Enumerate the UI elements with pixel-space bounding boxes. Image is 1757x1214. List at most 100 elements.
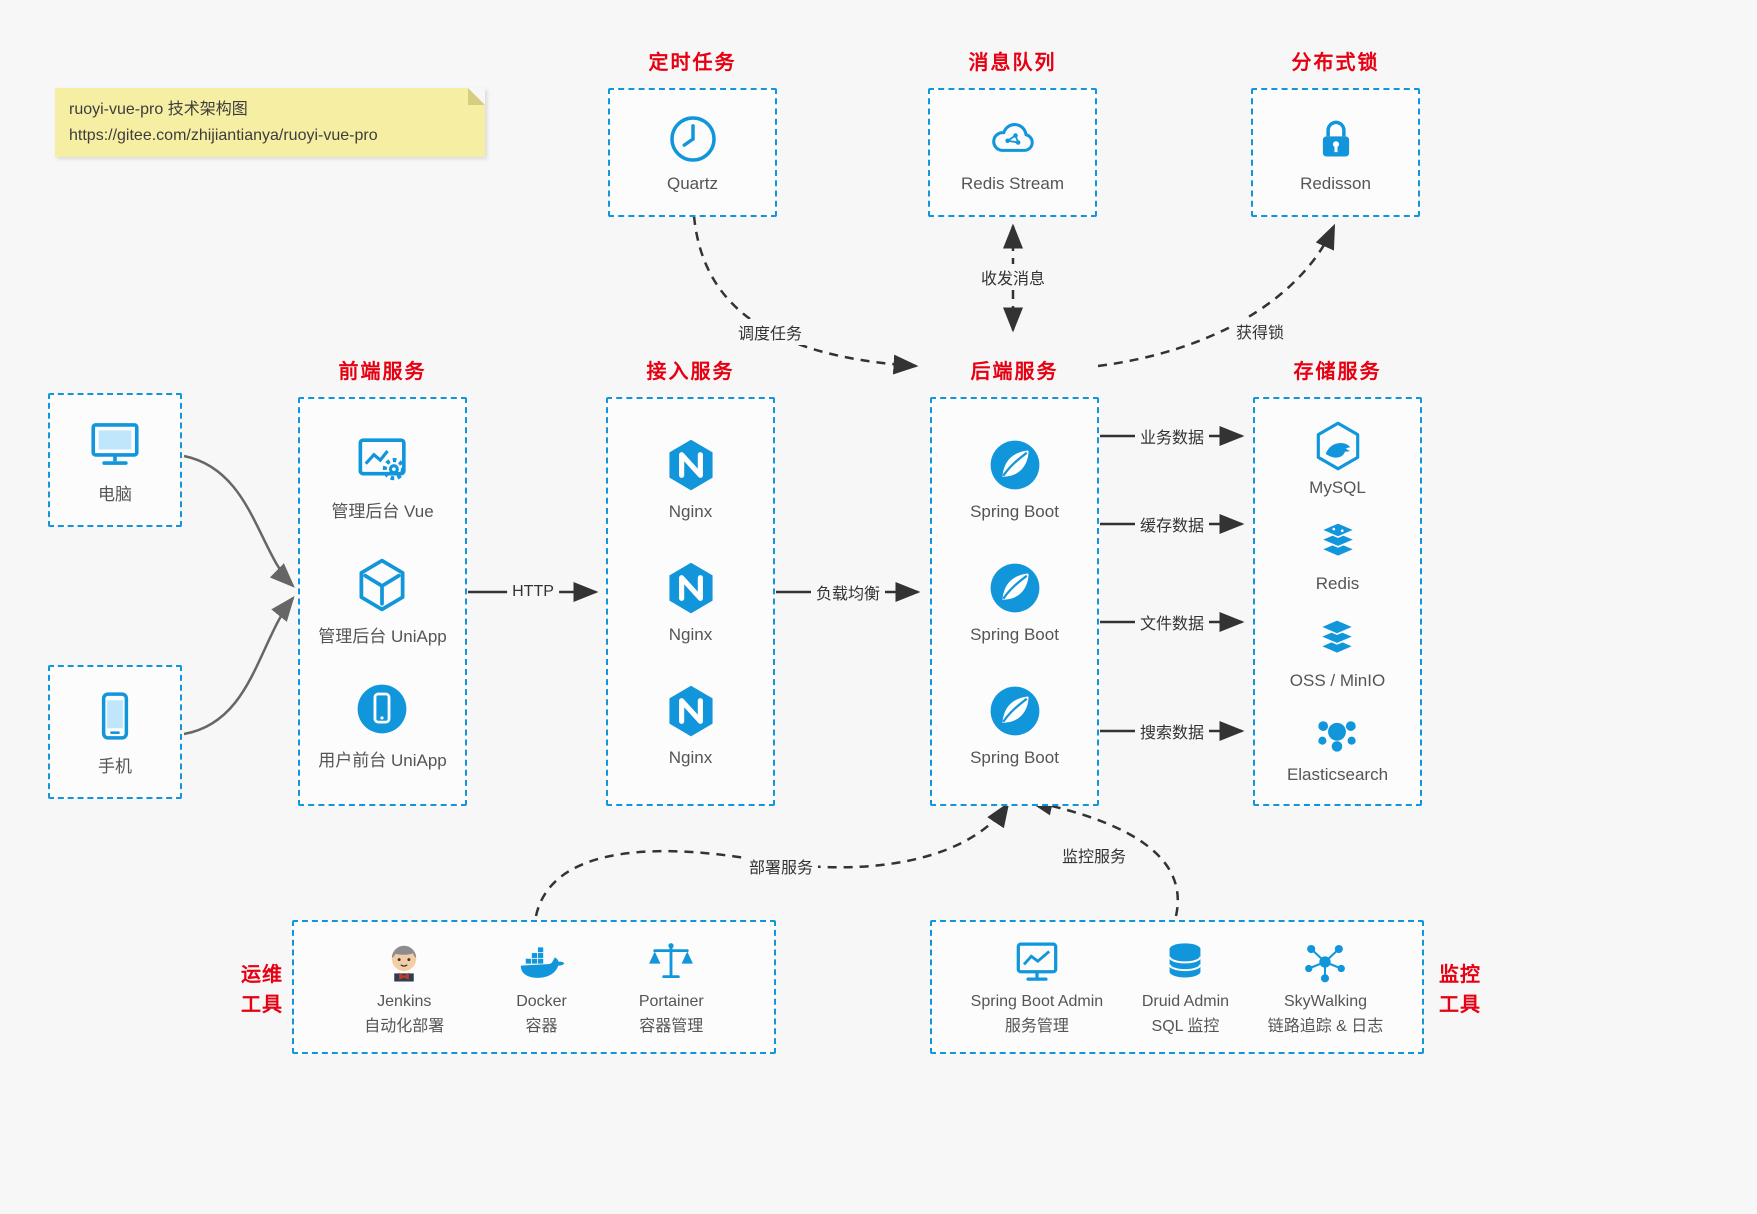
redis-stream-node: Redis Stream: [961, 111, 1064, 194]
edge-client-phone: [183, 596, 295, 736]
frontend-box: 管理后台 Vue 管理后台 UniApp 用户前台 UniApp: [298, 397, 467, 806]
node-label: Quartz: [666, 174, 719, 193]
portainer-node: Portainer 容器管理: [639, 936, 704, 1037]
group-backend: 后端服务 Spring Boot Spring Boot: [930, 355, 1099, 806]
backend-box: Spring Boot Spring Boot Spring Boot: [930, 397, 1099, 806]
edge-label-lock: 获得锁: [1230, 318, 1290, 344]
redis-stream-box: Redis Stream: [928, 88, 1097, 217]
tool-name: Docker: [516, 993, 567, 1011]
user-uniapp-node: 用户前台 UniApp: [318, 679, 447, 771]
edge-client-desktop: [183, 454, 295, 588]
node-label: 用户前台 UniApp: [318, 751, 447, 771]
desktop-icon: [91, 423, 139, 465]
node-label: Elasticsearch: [1286, 765, 1389, 785]
edge-monitor-service: [1027, 795, 1179, 917]
nginx-icon: [668, 685, 713, 737]
node-label: 管理后台 Vue: [331, 501, 434, 521]
node-label: Redis Stream: [961, 174, 1064, 193]
admin-vue-node: 管理后台 Vue: [331, 432, 434, 522]
phone-icon: [101, 692, 129, 740]
user-app-icon: [358, 684, 407, 734]
group-title-distributed-lock: 分布式锁: [1291, 52, 1380, 74]
client-desktop-box: 电脑: [48, 393, 182, 527]
spring-boot-node: Spring Boot: [970, 558, 1059, 645]
group-title-backend: 后端服务: [970, 361, 1059, 383]
tool-name: Druid Admin: [1141, 993, 1230, 1011]
quartz-box: Quartz: [608, 88, 777, 217]
note-url: https://gitee.com/zhijiantianya/ruoyi-vu…: [69, 126, 378, 144]
tool-name: Spring Boot Admin: [970, 993, 1104, 1011]
ops-tools-box: Jenkins 自动化部署 Docker 容器: [292, 920, 776, 1054]
node-label: Redisson: [1300, 174, 1371, 193]
spring-boot-admin-icon: [1016, 942, 1058, 982]
edge-deploy-service: [534, 801, 1010, 917]
group-storage: 存储服务 MySQL Redis: [1253, 355, 1422, 806]
nginx-node: Nginx: [661, 435, 721, 522]
tool-desc: SQL 监控: [1151, 1018, 1220, 1035]
clock-icon: [669, 116, 716, 162]
ops-tools-label: 运维 工具: [238, 960, 286, 1020]
tool-desc: 服务管理: [1004, 1018, 1069, 1035]
group-access: 接入服务 Nginx Nginx: [606, 355, 775, 806]
nginx-node: Nginx: [661, 681, 721, 768]
oss-minio-node: OSS / MinIO: [1290, 613, 1385, 691]
node-label: Spring Boot: [970, 748, 1059, 767]
elasticsearch-node: Elasticsearch: [1287, 709, 1388, 785]
ops-tools-label-line1: 运维: [241, 964, 283, 986]
node-label: OSS / MinIO: [1289, 670, 1386, 690]
redisson-box: Redisson: [1251, 88, 1420, 217]
ops-tools-label-line2: 工具: [241, 994, 283, 1016]
spring-boot-node: Spring Boot: [970, 435, 1059, 522]
node-label: Redis: [1315, 574, 1360, 594]
jenkins-icon: [392, 946, 417, 982]
edge-label-monitor: 监控服务: [1056, 842, 1132, 868]
tool-desc: 容器: [525, 1018, 558, 1035]
edge-schedule-task: [692, 215, 919, 375]
access-box: Nginx Nginx Nginx: [606, 397, 775, 806]
spring-icon: [990, 686, 1039, 736]
nginx-icon: [668, 439, 713, 491]
monitor-tools-label: 监控 工具: [1436, 960, 1484, 1020]
node-label: 电脑: [98, 485, 132, 504]
group-scheduled-task: 定时任务 Quartz: [608, 46, 777, 217]
admin-vue-icon: [358, 438, 406, 481]
monitor-tools-box: Spring Boot Admin 服务管理 Druid Admin SQL 监…: [930, 920, 1424, 1054]
elasticsearch-icon: [1318, 721, 1357, 753]
tool-name: Portainer: [638, 993, 704, 1011]
quartz-node: Quartz: [665, 111, 721, 194]
storage-box: MySQL Redis OSS / MinIO: [1253, 397, 1422, 806]
lock-icon: [1322, 120, 1349, 157]
client-phone-node: 手机: [87, 687, 143, 777]
node-label: 手机: [98, 757, 132, 776]
spring-icon: [990, 563, 1039, 613]
node-label: Nginx: [668, 625, 713, 644]
tool-name: Jenkins: [377, 993, 432, 1011]
group-title-frontend: 前端服务: [338, 361, 427, 383]
redis-icon: [1318, 522, 1357, 558]
edge-label-schedule-task: 调度任务: [732, 319, 808, 345]
druid-icon: [1169, 943, 1202, 978]
jenkins-node: Jenkins 自动化部署: [364, 936, 444, 1037]
node-label: Nginx: [668, 502, 713, 521]
portainer-icon: [649, 943, 694, 979]
cloud-network-icon: [992, 123, 1035, 152]
edge-label-load-balance: 负载均衡: [810, 579, 886, 605]
tool-desc: 自动化部署: [364, 1018, 445, 1035]
edge-label-business-data: 业务数据: [1134, 423, 1210, 449]
druid-admin-node: Druid Admin SQL 监控: [1142, 936, 1229, 1037]
skywalking-icon: [1305, 945, 1346, 983]
uniapp-icon: [359, 558, 405, 611]
oss-minio-icon: [1318, 618, 1357, 655]
edge-label-http: HTTP: [507, 582, 559, 602]
client-desktop-node: 电脑: [85, 415, 145, 505]
node-label: MySQL: [1309, 477, 1366, 497]
nginx-icon: [668, 562, 713, 614]
skywalking-node: SkyWalking 链路追踪 & 日志: [1267, 936, 1384, 1037]
edge-label-file-data: 文件数据: [1134, 609, 1210, 635]
tool-desc: 链路追踪 & 日志: [1267, 1018, 1384, 1035]
note-title: ruoyi-vue-pro 技术架构图: [69, 101, 248, 118]
admin-uniapp-node: 管理后台 UniApp: [318, 555, 447, 647]
group-title-scheduled-task: 定时任务: [648, 52, 737, 74]
